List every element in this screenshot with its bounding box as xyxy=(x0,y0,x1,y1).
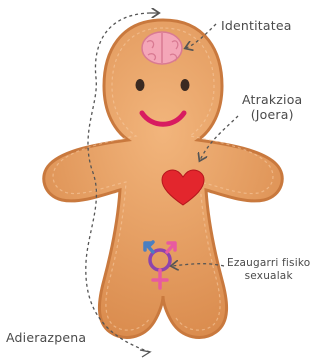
attraction-label-line1: Atrakzioa xyxy=(242,92,302,107)
physical-sex-label-line1: Ezaugarri fisiko xyxy=(227,257,310,270)
expression-label: Adierazpena xyxy=(6,330,86,345)
physical-sex-label: Ezaugarri fisiko sexualak xyxy=(227,257,310,283)
attraction-label: Atrakzioa (Joera) xyxy=(242,92,302,122)
brain-icon xyxy=(142,32,182,64)
expression-arrow-head xyxy=(140,350,150,357)
attraction-label-line2: (Joera) xyxy=(242,107,302,122)
identity-label: Identitatea xyxy=(221,18,292,33)
physical-sex-label-line2: sexualak xyxy=(227,270,310,283)
left-eye xyxy=(136,79,145,91)
right-eye xyxy=(181,79,190,91)
